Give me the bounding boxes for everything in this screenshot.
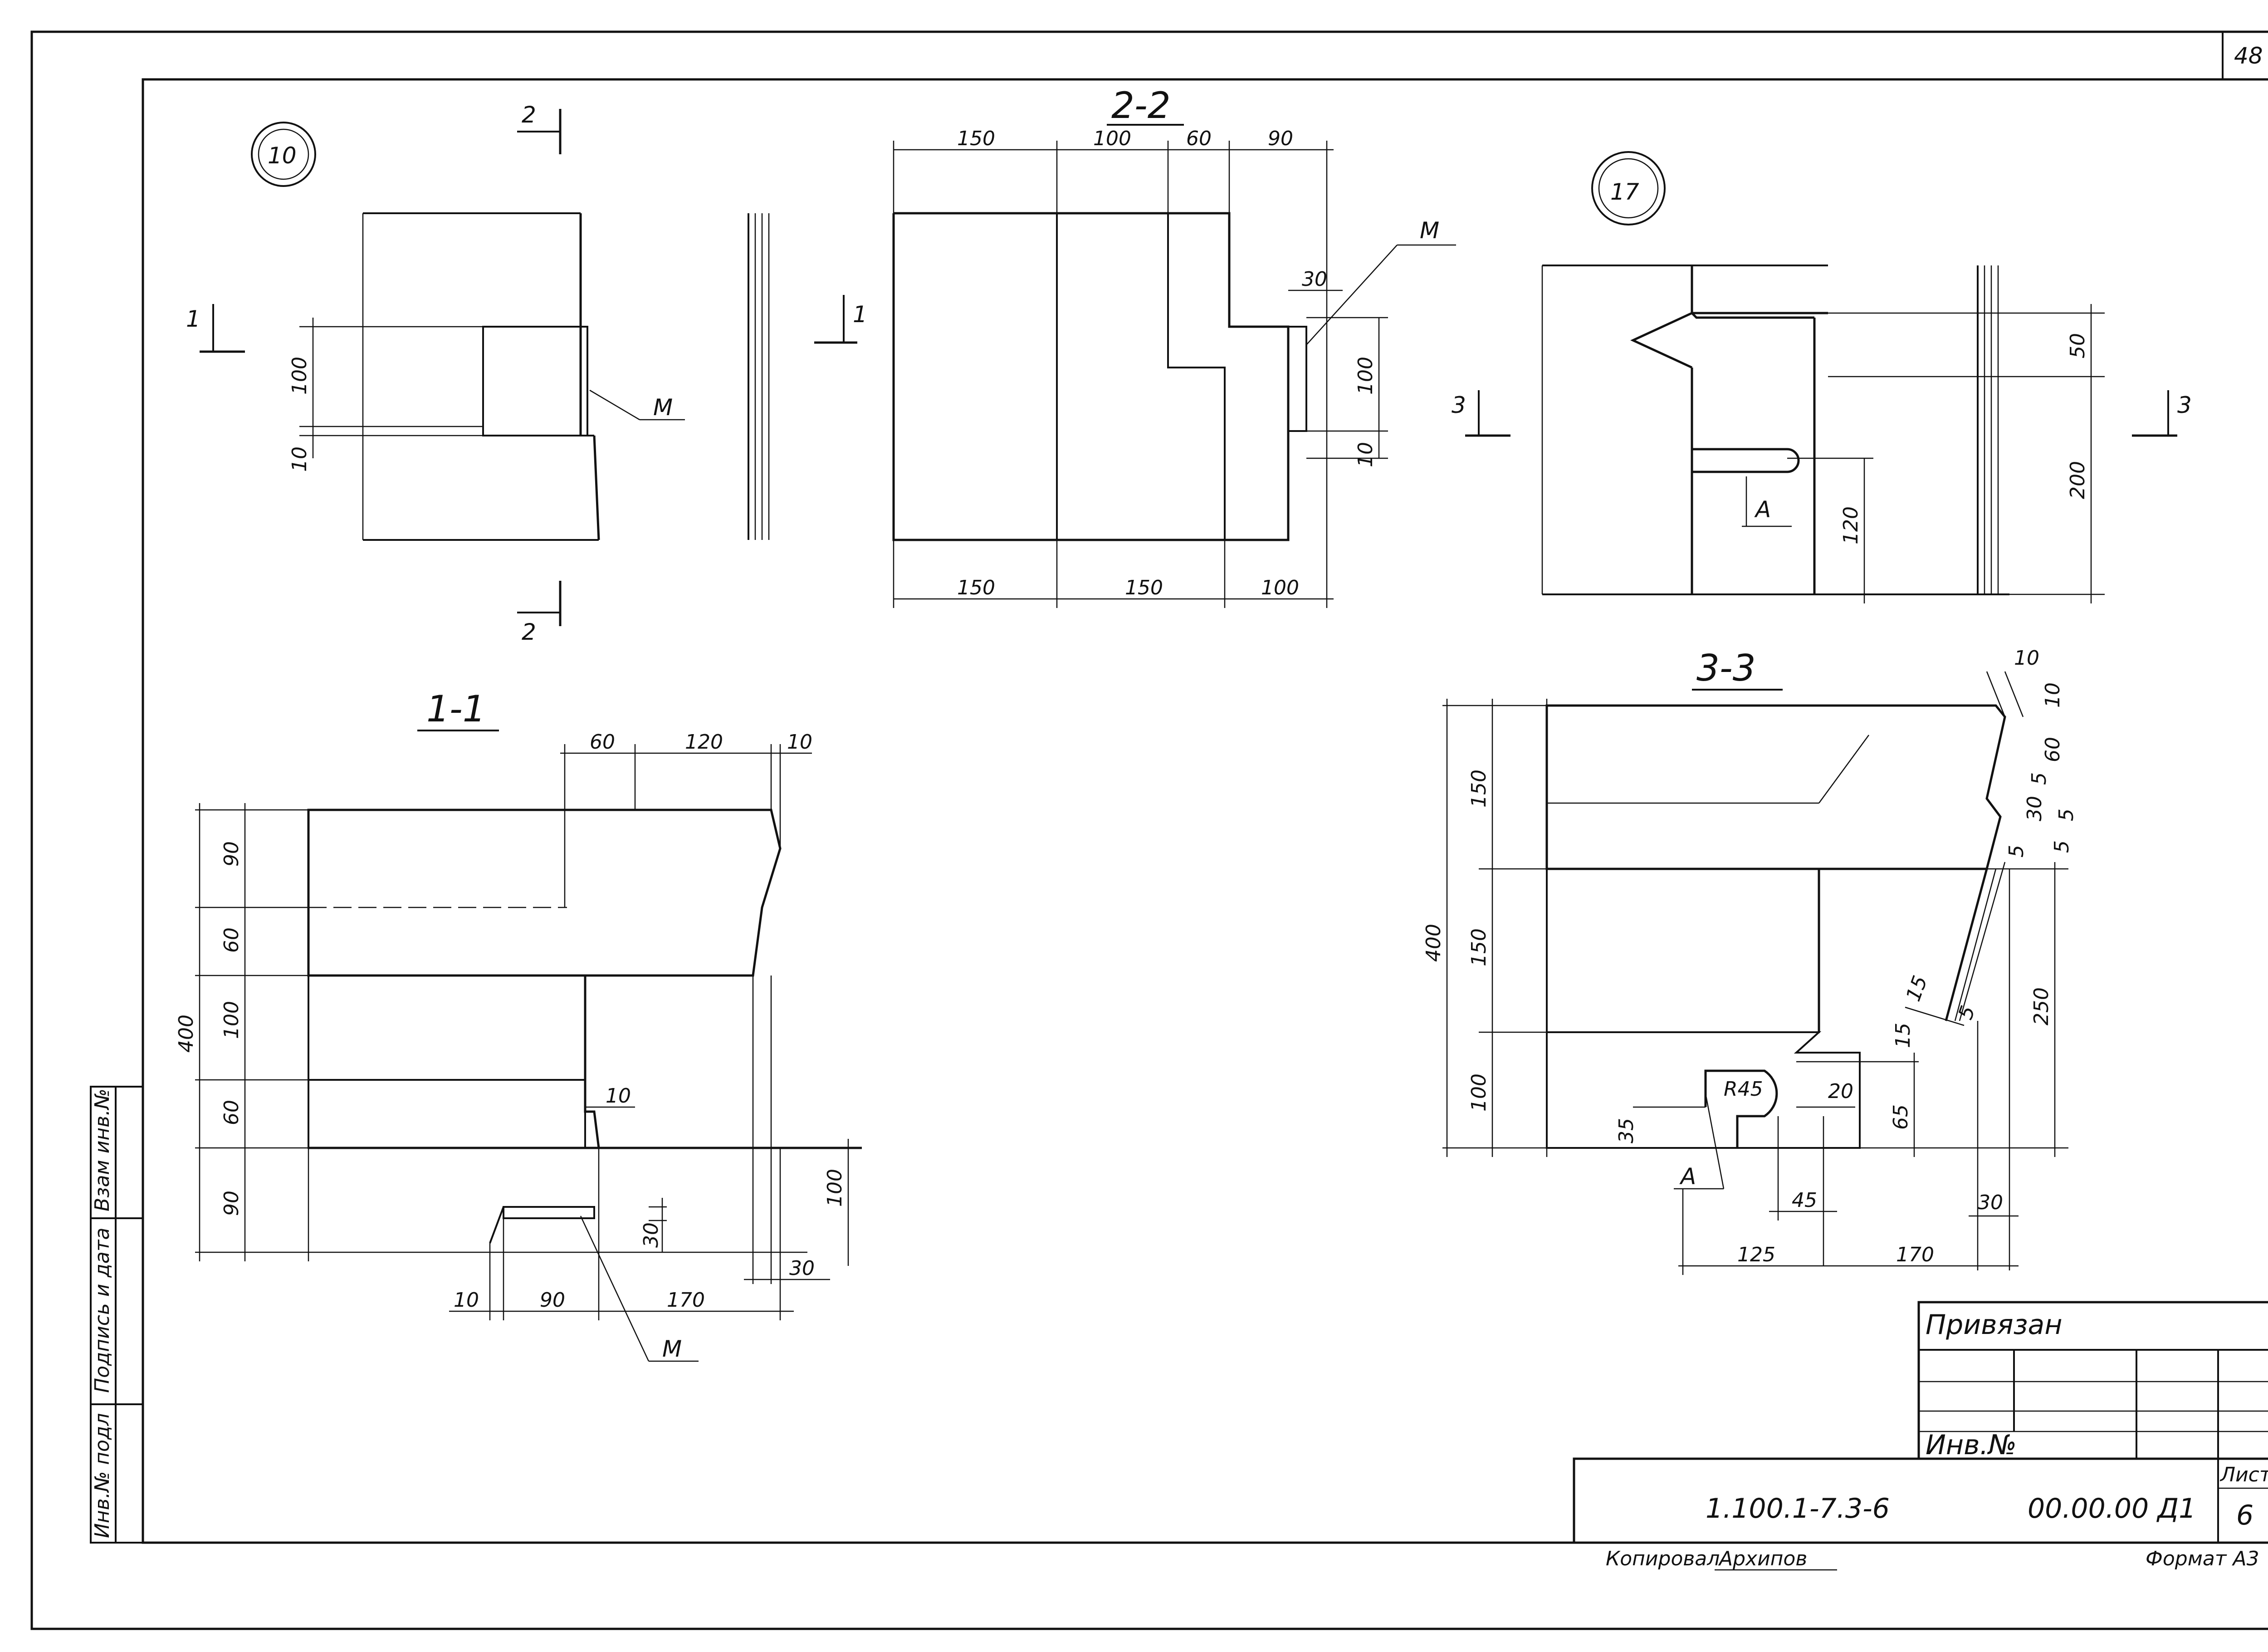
sheet-frame: 48 xyxy=(30,30,2268,1630)
section-1-1-left-90b: 90 xyxy=(220,1191,243,1216)
section-3-3-mid-20: 20 xyxy=(1828,1080,1853,1103)
node-10-dim-100: 100 xyxy=(288,357,311,395)
node-17-arrow-left: 3 xyxy=(1452,392,1466,418)
title-block-copied: Копировал xyxy=(1606,1547,1720,1570)
section-3-3-title: 3-3 xyxy=(1696,647,1756,689)
section-3-3-mid-15b: 15 xyxy=(1892,1023,1915,1048)
node-10-leader-m: М xyxy=(653,394,673,421)
section-2-2-right-30: 30 xyxy=(1302,268,1327,291)
title-block-inv-no: Инв.№ xyxy=(1926,1429,2017,1461)
side-stamp-signature: Подпись и дата xyxy=(91,1228,114,1393)
section-3-3-mid-15a: 15 xyxy=(1901,973,1932,1005)
node-17-dim-200: 200 xyxy=(2066,461,2089,499)
section-3-3-rt-5d: 5 xyxy=(2050,840,2073,853)
section-3-3-mid-5: 5 xyxy=(1954,1003,1980,1023)
title-block-sheet-label: Лист xyxy=(2219,1463,2268,1486)
section-2-2-top-150: 150 xyxy=(957,127,995,150)
side-stamp-replace: Взам инв.№ xyxy=(91,1088,114,1211)
title-block-doc-num: 00.00.00 Д1 xyxy=(2028,1493,2196,1525)
section-3-3-total-400: 400 xyxy=(1422,924,1445,962)
section-3-3-rt-5b: 5 xyxy=(2055,809,2078,821)
section-1-1-right-10: 10 xyxy=(606,1084,631,1108)
section-3-3-mid-250: 250 xyxy=(2030,987,2053,1025)
node-17-leader-a: А xyxy=(1754,496,1771,523)
side-stamp-inventory: Инв.№ подл xyxy=(91,1413,114,1538)
section-2-2-right-100: 100 xyxy=(1354,357,1377,395)
section-3-3-mid-65: 65 xyxy=(1889,1104,1912,1130)
section-3-3-bottom-30: 30 xyxy=(1978,1191,2003,1214)
section-1-1-bottom-170: 170 xyxy=(667,1289,705,1312)
section-2-2-bottom-150b: 150 xyxy=(1125,576,1163,599)
section-1-1-top-60: 60 xyxy=(590,730,615,754)
section-3-3-bottom-125: 125 xyxy=(1737,1243,1775,1266)
section-1-1-total-400: 400 xyxy=(175,1015,198,1053)
node-17-mark: 17 xyxy=(1610,179,1639,205)
section-2-2: 2-2 150 100 60 90 150 150 100 30 100 10 … xyxy=(814,84,1456,608)
node-10: 10 100 10 М 2 2 1 xyxy=(186,102,770,645)
side-stamp: Взам инв.№ Подпись и дата Инв.№ подл xyxy=(90,1086,144,1544)
section-3-3-leader-a: А xyxy=(1679,1163,1696,1190)
section-3-3-rt-10b: 10 xyxy=(2041,682,2064,708)
section-3-3-left-150b: 150 xyxy=(1467,928,1491,966)
section-3-3-rt-60: 60 xyxy=(2041,737,2064,762)
node-10-arrow-2-top: 2 xyxy=(522,102,536,128)
section-3-3: 3-3 R45 400 150 150 100 10 10 60 5 30 5 … xyxy=(1422,647,2078,1275)
section-2-2-arrow-1: 1 xyxy=(853,301,867,328)
section-1-1-left-60b: 60 xyxy=(220,1100,243,1125)
section-1-1: 1-1 400 90 60 100 60 90 60 120 10 10 xyxy=(175,688,862,1362)
title-block-format: Формат А3 xyxy=(2146,1547,2259,1570)
section-2-2-bottom-150a: 150 xyxy=(957,576,995,599)
node-17-dim-120: 120 xyxy=(1839,506,1862,544)
title-block-sheet-value: 6 xyxy=(2236,1500,2253,1531)
section-3-3-rt-10a: 10 xyxy=(2014,647,2039,670)
node-10-mark: 10 xyxy=(268,142,297,169)
section-1-1-left-100: 100 xyxy=(220,1001,243,1039)
section-3-3-radius: R45 xyxy=(1724,1078,1763,1101)
section-3-3-mid-35: 35 xyxy=(1615,1118,1638,1143)
section-1-1-right-100: 100 xyxy=(823,1169,846,1207)
title-block-signature: Архипов xyxy=(1718,1547,1807,1570)
section-2-2-top-60: 60 xyxy=(1186,127,1212,150)
section-2-2-bottom-100: 100 xyxy=(1261,576,1299,599)
section-2-2-top-100: 100 xyxy=(1093,127,1131,150)
section-3-3-bottom-170: 170 xyxy=(1896,1243,1934,1266)
node-10-arrow-2-bottom: 2 xyxy=(522,619,536,645)
section-1-1-top-120: 120 xyxy=(685,730,723,754)
title-block: Привязан Инв.№ 1.100.1-7.3-6 00.00.00 Д1… xyxy=(1573,1301,2268,1571)
section-2-2-right-10: 10 xyxy=(1354,442,1377,467)
section-1-1-left-60a: 60 xyxy=(220,927,243,953)
section-3-3-left-100: 100 xyxy=(1467,1074,1491,1112)
section-1-1-left-90a: 90 xyxy=(220,841,243,867)
node-17-arrow-right: 3 xyxy=(2177,392,2192,418)
node-17: 17 А 50 200 120 3 3 xyxy=(1452,151,2192,603)
section-1-1-leader-m: М xyxy=(662,1336,682,1362)
title-block-doc-code: 1.100.1-7.3-6 xyxy=(1706,1493,1890,1525)
section-3-3-left-150a: 150 xyxy=(1467,770,1491,808)
section-3-3-bottom-45: 45 xyxy=(1792,1189,1817,1212)
section-3-3-rt-30: 30 xyxy=(2023,796,2046,821)
sheet-number: 48 xyxy=(2234,43,2263,69)
section-2-2-leader-m: М xyxy=(1420,217,1439,244)
section-1-1-title: 1-1 xyxy=(426,688,486,730)
section-2-2-top-90: 90 xyxy=(1268,127,1293,150)
title-block-bound: Привязан xyxy=(1926,1309,2063,1341)
node-17-dim-50: 50 xyxy=(2066,333,2089,358)
node-10-dim-10: 10 xyxy=(288,446,311,472)
node-10-arrow-1: 1 xyxy=(186,306,200,332)
section-3-3-rt-5c: 5 xyxy=(2005,845,2028,858)
section-1-1-right-30b: 30 xyxy=(789,1257,815,1280)
section-1-1-bottom-10: 10 xyxy=(454,1289,479,1312)
section-1-1-bottom-90: 90 xyxy=(540,1289,565,1312)
section-1-1-top-10: 10 xyxy=(787,730,812,754)
section-1-1-right-30a: 30 xyxy=(640,1222,663,1248)
section-3-3-rt-5a: 5 xyxy=(2028,772,2051,785)
section-2-2-title: 2-2 xyxy=(1111,84,1171,127)
